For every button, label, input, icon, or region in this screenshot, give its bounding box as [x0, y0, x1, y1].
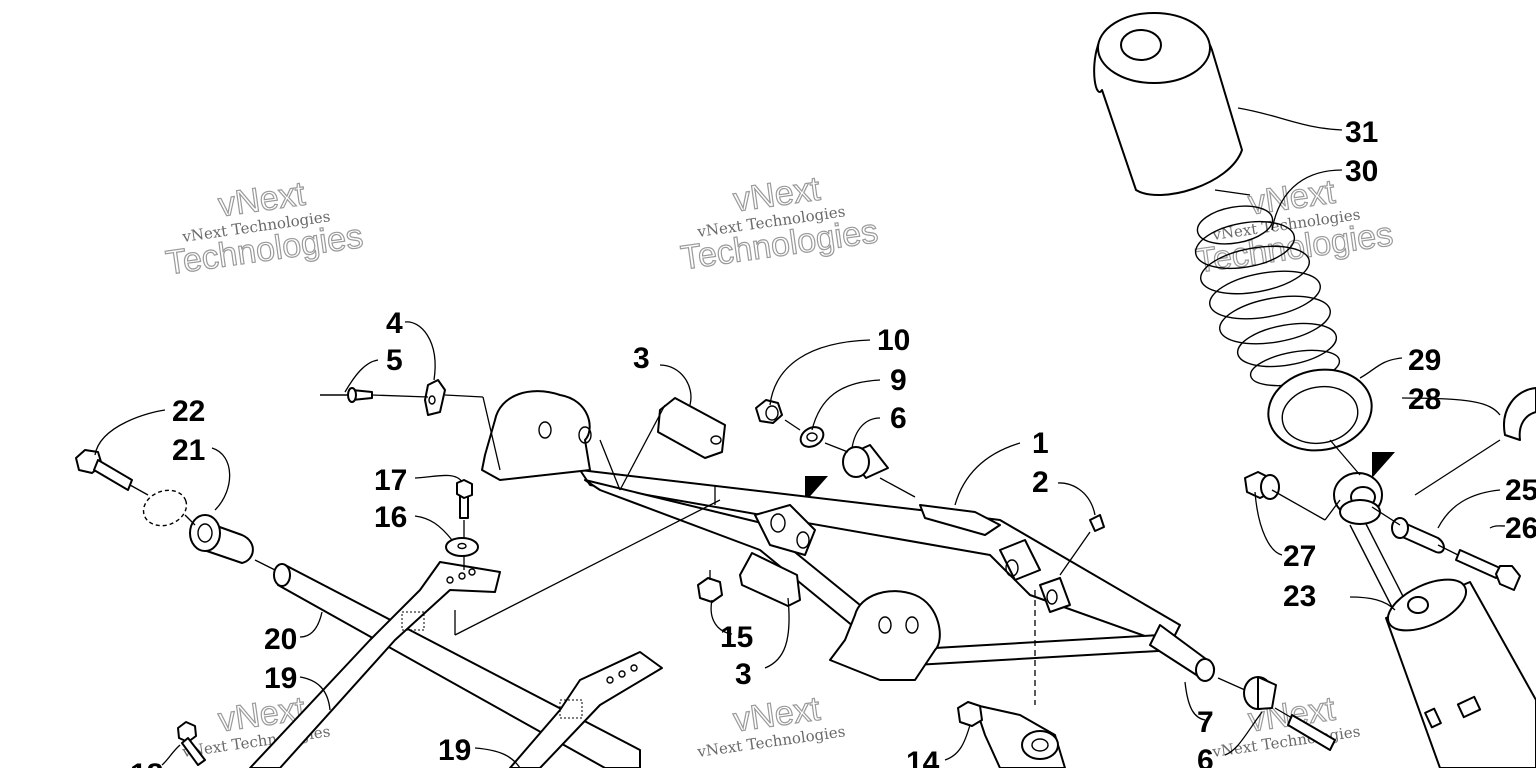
bolt-18 — [177, 721, 206, 766]
watermark-center: vNext Technologies vNext Technologies — [678, 169, 881, 278]
rivet-5 — [320, 387, 373, 403]
sleeve-25 — [1391, 517, 1445, 554]
callout-31: 31 — [1345, 116, 1378, 149]
callout-labels: 31 30 29 28 25 26 27 23 10 9 6 1 2 3 4 5… — [130, 116, 1536, 768]
callout-17: 17 — [374, 464, 407, 497]
wear-strip-lower — [739, 552, 801, 607]
clip-4 — [424, 379, 446, 416]
bushing-7 — [1243, 676, 1277, 710]
spacer-21 — [189, 514, 254, 564]
rail-bracket-19-right — [509, 651, 663, 768]
swing-arm — [481, 390, 1216, 682]
callout-leaders — [94, 107, 1506, 768]
callout-19-right: 19 — [438, 734, 471, 767]
callout-14: 14 — [906, 746, 940, 768]
lock-washer-9 — [799, 426, 825, 448]
watermark-bottom-center: vNext Technologies vNext — [695, 689, 846, 761]
bolt-22 — [75, 449, 133, 491]
callout-18: 18 — [130, 758, 163, 768]
rail-bracket-19-left — [249, 561, 501, 768]
callout-7: 7 — [1197, 706, 1214, 739]
callout-3-lower: 3 — [735, 658, 752, 691]
shock-upper-eye — [1333, 472, 1383, 525]
callout-2: 2 — [1032, 466, 1049, 499]
callout-9: 9 — [890, 364, 907, 397]
watermark-bottom-right: vNext Technologies vNext — [1210, 689, 1361, 761]
callout-22: 22 — [172, 395, 205, 428]
wear-strip-upper — [657, 397, 726, 459]
callout-6-lower: 6 — [1197, 744, 1214, 768]
grease-fitting — [1089, 514, 1105, 532]
callout-20: 20 — [264, 623, 297, 656]
callout-23: 23 — [1283, 580, 1316, 613]
bolt-6-lower — [1287, 714, 1336, 751]
callout-5: 5 — [386, 344, 403, 377]
direction-arrow-icon — [805, 476, 828, 502]
callout-3-upper: 3 — [633, 342, 650, 375]
callout-30: 30 — [1345, 155, 1378, 188]
washer-21-dashed — [142, 489, 188, 527]
callout-1: 1 — [1032, 427, 1049, 460]
shock-boot — [1093, 12, 1243, 196]
callout-4: 4 — [386, 307, 403, 340]
coil-spring — [1194, 205, 1341, 387]
callout-10: 10 — [877, 324, 910, 357]
bushing-6-upper — [842, 444, 889, 479]
callout-15: 15 — [720, 621, 753, 654]
watermark-left: vNext Technologies vNext Technologies — [163, 174, 366, 283]
nut-10 — [755, 399, 783, 424]
callout-28: 28 — [1408, 383, 1441, 416]
assembly-lines — [129, 189, 1501, 719]
callout-27: 27 — [1283, 540, 1316, 573]
nut-27 — [1244, 471, 1280, 500]
callout-29: 29 — [1408, 344, 1441, 377]
callout-19-left: 19 — [264, 662, 297, 695]
mount-bracket-lower — [957, 701, 1066, 768]
callout-25: 25 — [1505, 474, 1536, 507]
screw-17 — [456, 479, 473, 519]
callout-16: 16 — [374, 501, 407, 534]
callout-21: 21 — [172, 434, 205, 467]
washer-16 — [445, 537, 479, 557]
callout-26: 26 — [1505, 512, 1536, 545]
spring-seat — [1267, 368, 1373, 452]
direction-arrow-icon — [1372, 452, 1395, 478]
callout-6: 6 — [890, 402, 907, 435]
bolt-26 — [1455, 549, 1521, 591]
nut-15 — [697, 577, 723, 603]
shock-absorber — [1349, 519, 1536, 768]
lock-ring — [1503, 387, 1536, 441]
